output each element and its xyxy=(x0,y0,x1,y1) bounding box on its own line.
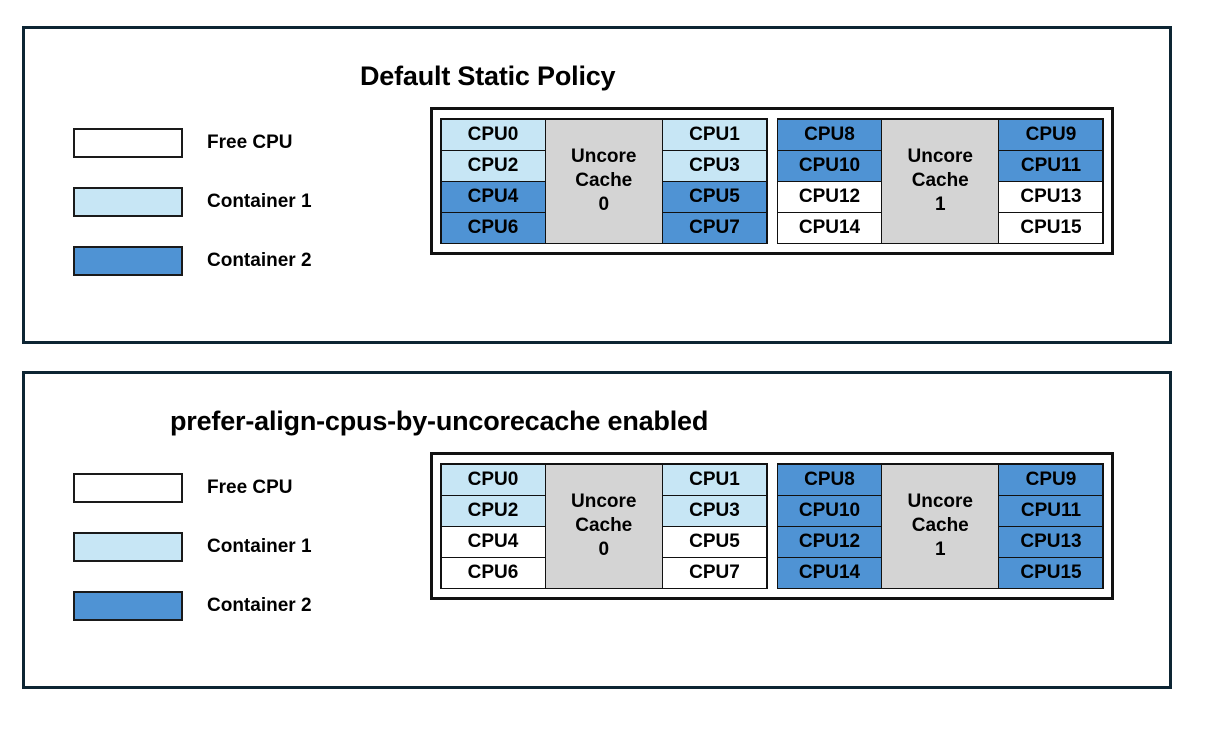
cpu-cell: CPU8 xyxy=(777,463,882,496)
cpu-cell: CPU15 xyxy=(998,211,1104,244)
cpu-cell: CPU6 xyxy=(440,211,546,244)
cpu-cell: CPU4 xyxy=(440,525,546,558)
legend-label: Container 1 xyxy=(207,536,312,557)
uncore-cache-label-line: 1 xyxy=(934,539,946,561)
uncore-cache-label-line: Uncore xyxy=(907,145,973,167)
cpu-cell: CPU2 xyxy=(440,149,546,182)
cpu-cell: CPU9 xyxy=(998,463,1104,496)
legend-row: Free CPU xyxy=(73,127,312,159)
cpu-cell: CPU3 xyxy=(661,494,767,527)
cpu-cell: CPU13 xyxy=(998,525,1104,558)
legend-label: Free CPU xyxy=(207,132,293,153)
legend-swatch-free xyxy=(73,473,183,503)
cpu-cell: CPU8 xyxy=(777,118,882,151)
panel-default-static-policy: Default Static Policy Free CPU Container … xyxy=(22,26,1172,344)
uncore-cache-label-line: Cache xyxy=(911,514,969,536)
cpu-cell: CPU1 xyxy=(661,463,767,496)
cpu-cell: CPU13 xyxy=(998,180,1104,213)
legend-label: Free CPU xyxy=(207,477,293,498)
uncore-cache-label-line: Cache xyxy=(575,514,633,536)
cpu-cell: CPU5 xyxy=(661,525,767,558)
cpu-cell: CPU9 xyxy=(998,118,1104,151)
legend-row: Container 1 xyxy=(73,186,312,218)
legend-row: Container 1 xyxy=(73,531,312,563)
cpu-cell: CPU10 xyxy=(777,149,882,182)
cpu-cell: CPU12 xyxy=(777,525,882,558)
cpu-cell: CPU6 xyxy=(440,556,546,589)
legend-label: Container 2 xyxy=(207,250,312,271)
cpu-cell: CPU0 xyxy=(440,463,546,496)
legend: Free CPU Container 1 Container 2 xyxy=(73,472,312,649)
cpu-cell: CPU2 xyxy=(440,494,546,527)
cpu-cell: CPU1 xyxy=(661,118,767,151)
legend-label: Container 2 xyxy=(207,595,312,616)
legend-swatch-c2 xyxy=(73,246,183,276)
panel-title: Default Static Policy xyxy=(360,61,616,91)
cpu-cell: CPU7 xyxy=(661,556,767,589)
uncore-cache-label-line: Uncore xyxy=(907,490,973,512)
uncore-cache-label-line: Uncore xyxy=(571,490,637,512)
cpu-cell: CPU5 xyxy=(661,180,767,213)
legend-swatch-free xyxy=(73,128,183,158)
legend-row: Container 2 xyxy=(73,245,312,277)
uncore-cache-label-line: 0 xyxy=(598,194,610,216)
legend-swatch-c1 xyxy=(73,187,183,217)
cpu-cell: CPU11 xyxy=(998,494,1104,527)
cpu-cell: CPU12 xyxy=(777,180,882,213)
cpu-cell: CPU15 xyxy=(998,556,1104,589)
panel-title: prefer-align-cpus-by-uncorecache enabled xyxy=(170,406,709,436)
cpu-cell: CPU7 xyxy=(661,211,767,244)
panel-prefer-align-cpus-by-uncorecache: prefer-align-cpus-by-uncorecache enabled… xyxy=(22,371,1172,689)
uncore-cache-label-line: Cache xyxy=(575,169,633,191)
uncore-cache-label-line: 1 xyxy=(934,194,946,216)
uncore-cache-label-line: Uncore xyxy=(571,145,637,167)
legend-row: Free CPU xyxy=(73,472,312,504)
legend-swatch-c1 xyxy=(73,532,183,562)
cpu-cell: CPU10 xyxy=(777,494,882,527)
cpu-cell: CPU3 xyxy=(661,149,767,182)
cpu-cell: CPU0 xyxy=(440,118,546,151)
legend-label: Container 1 xyxy=(207,191,312,212)
cpu-cell: CPU14 xyxy=(777,211,882,244)
legend-swatch-c2 xyxy=(73,591,183,621)
uncore-cache-label-line: Cache xyxy=(911,169,969,191)
cpu-cell: CPU14 xyxy=(777,556,882,589)
cpu-cell: CPU11 xyxy=(998,149,1104,182)
cpu-cell: CPU4 xyxy=(440,180,546,213)
legend-row: Container 2 xyxy=(73,590,312,622)
legend: Free CPU Container 1 Container 2 xyxy=(73,127,312,304)
uncore-cache-label-line: 0 xyxy=(598,539,610,561)
